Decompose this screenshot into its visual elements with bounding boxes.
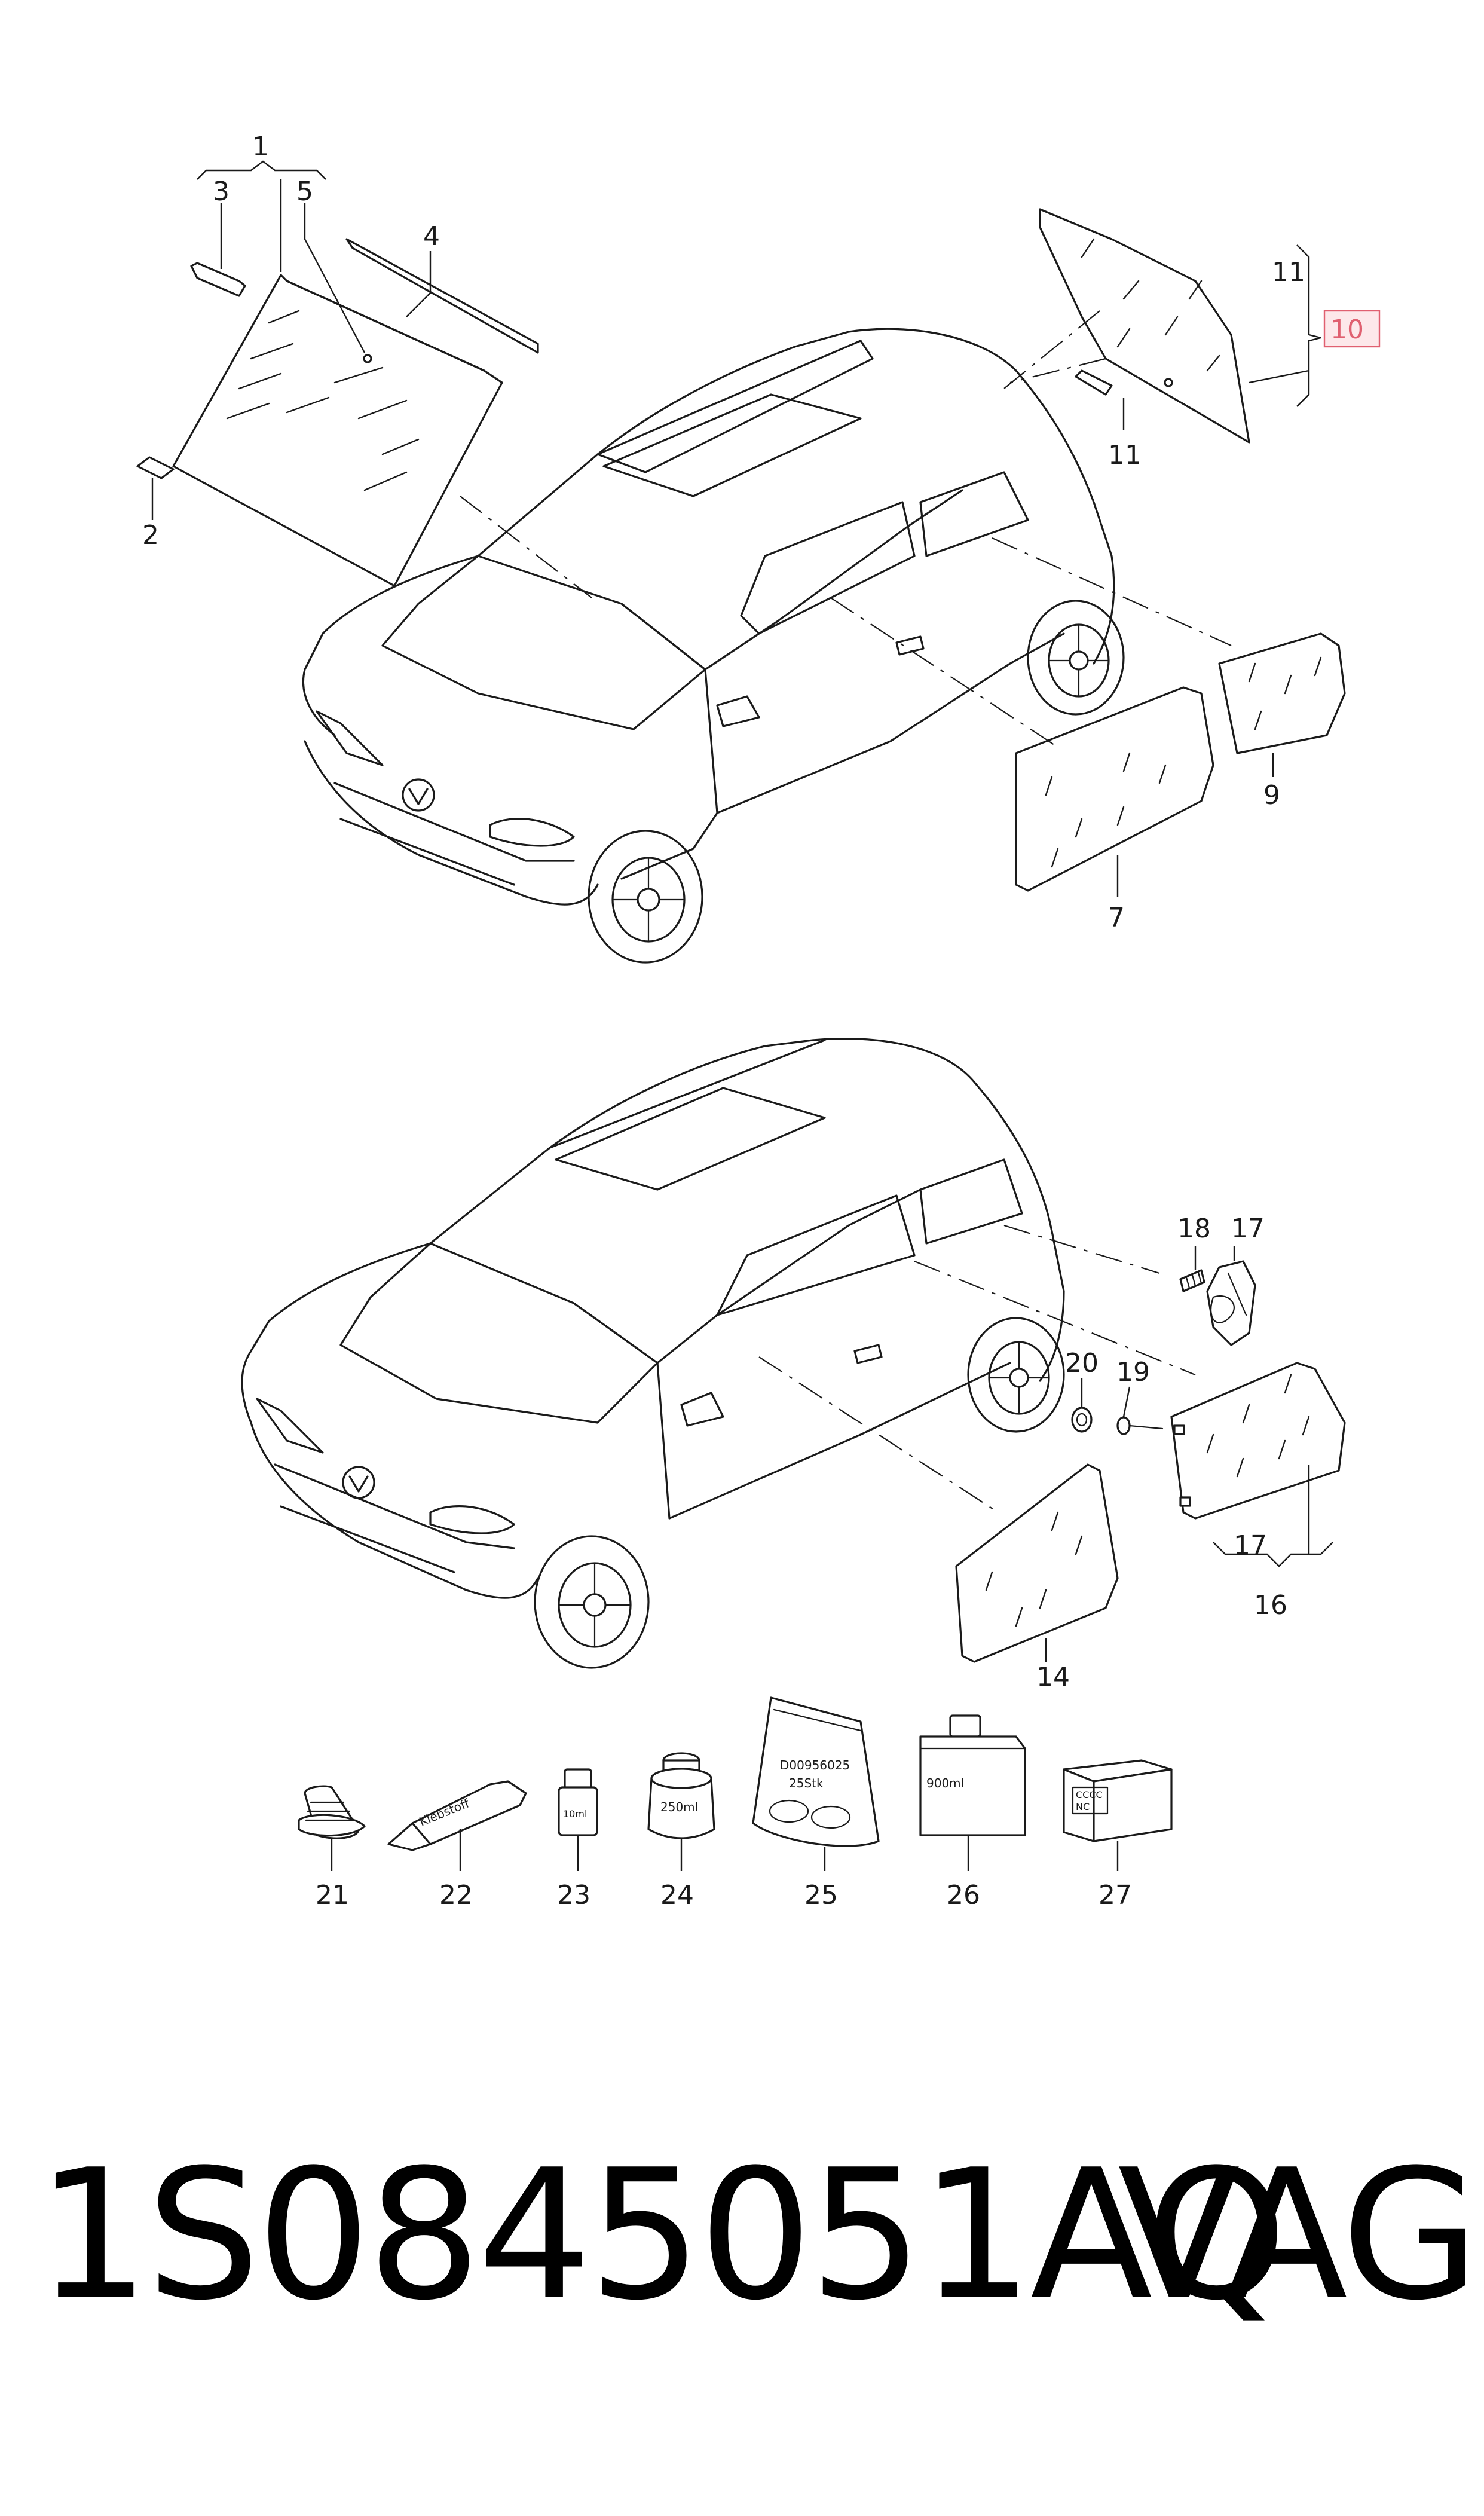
part-number: 1S0845051AQ bbox=[36, 2131, 1287, 2340]
callout-7: 7 bbox=[1108, 903, 1125, 933]
pointer-rear-door-2 bbox=[914, 1260, 1196, 1376]
top-car-illustration bbox=[302, 328, 1125, 964]
callout-27: 27 bbox=[1099, 1880, 1132, 1910]
screw-part-18 bbox=[1179, 1269, 1205, 1292]
callout-11-top: 11 bbox=[1272, 257, 1305, 288]
clip-part-17 bbox=[1206, 1260, 1256, 1346]
callout-21: 21 bbox=[316, 1880, 349, 1910]
rear-window-glass bbox=[1039, 208, 1250, 444]
middle-car-illustration bbox=[241, 1037, 1065, 1669]
callout-10: 10 bbox=[1330, 314, 1364, 345]
rear-window-leaders bbox=[1122, 244, 1321, 430]
callout-25: 25 bbox=[804, 1880, 838, 1910]
front-door-glass-2 bbox=[955, 1463, 1119, 1663]
windscreen-trim-strip bbox=[345, 238, 539, 354]
part19-20-leaders bbox=[1081, 1378, 1131, 1417]
box-bottom-label: NC bbox=[1076, 1801, 1090, 1812]
pointer-front-door bbox=[830, 597, 1058, 748]
callout-11-bottom: 11 bbox=[1108, 440, 1142, 470]
callout-4: 4 bbox=[423, 221, 440, 252]
callout-5: 5 bbox=[296, 176, 313, 207]
rear-door-glass-2 bbox=[1170, 1362, 1346, 1520]
bag-qty-label: 25Stk bbox=[789, 1776, 824, 1790]
top-left-leaders bbox=[151, 160, 432, 520]
accessory-22-tube: Klebstoff bbox=[387, 1780, 527, 1871]
callout-23: 23 bbox=[557, 1880, 590, 1910]
pointer-clip-17 bbox=[1003, 1224, 1160, 1274]
accessory-24-can: 250ml bbox=[647, 1752, 715, 1871]
box-top-label: CCCC bbox=[1076, 1789, 1103, 1800]
accessory-23-vial: 10ml bbox=[558, 1768, 598, 1871]
clip-part-3 bbox=[190, 262, 246, 297]
rear-quarter-glass bbox=[1218, 632, 1346, 754]
callout-17-bottom: 17 bbox=[1234, 1530, 1267, 1561]
vial-label: 10ml bbox=[563, 1808, 587, 1820]
callout-19: 19 bbox=[1116, 1357, 1150, 1387]
accessory-25-bag: D00956025 25Stk bbox=[752, 1696, 880, 1871]
front-door-glass bbox=[1015, 686, 1214, 892]
nut-part-20 bbox=[1071, 1407, 1093, 1433]
callout-3: 3 bbox=[213, 176, 230, 207]
sensor-part-5 bbox=[363, 354, 372, 363]
can-label: 250ml bbox=[660, 1800, 698, 1814]
callout-26: 26 bbox=[947, 1880, 980, 1910]
callout-18: 18 bbox=[1177, 1213, 1211, 1244]
brand-name: VAG bbox=[1118, 2131, 1480, 2340]
callout-9: 9 bbox=[1263, 780, 1280, 811]
top-left-callouts: 1 3 5 4 2 bbox=[142, 132, 440, 551]
bag-code-label: D00956025 bbox=[780, 1758, 850, 1772]
pointer-rear-window bbox=[1003, 310, 1100, 389]
pointer-rear-clip bbox=[1009, 357, 1106, 384]
bottle-label: 900ml bbox=[926, 1776, 964, 1790]
pointer-rear-quarter bbox=[992, 537, 1232, 647]
windscreen-glass bbox=[172, 274, 503, 587]
accessory-26-bottle: 900ml bbox=[919, 1714, 1026, 1871]
callout-2: 2 bbox=[142, 520, 159, 551]
accessory-27-box: CCCC NC bbox=[1063, 1759, 1173, 1871]
part17-18-leaders bbox=[1194, 1246, 1235, 1270]
part16-leaders bbox=[1213, 1465, 1333, 1567]
callout-10-highlight bbox=[1323, 310, 1381, 348]
callout-1: 1 bbox=[252, 132, 269, 162]
pointer-front-door-2 bbox=[758, 1356, 999, 1513]
callout-22: 22 bbox=[439, 1880, 473, 1910]
callout-20: 20 bbox=[1065, 1348, 1099, 1378]
accessory-21-cone bbox=[298, 1785, 366, 1871]
callout-24: 24 bbox=[660, 1880, 694, 1910]
callout-14: 14 bbox=[1036, 1662, 1070, 1692]
callout-17-top: 17 bbox=[1231, 1213, 1265, 1244]
washer-part-19 bbox=[1116, 1416, 1164, 1435]
callout-16: 16 bbox=[1254, 1590, 1287, 1621]
pointer-windscreen bbox=[460, 496, 592, 598]
clip-part-2 bbox=[136, 456, 175, 479]
